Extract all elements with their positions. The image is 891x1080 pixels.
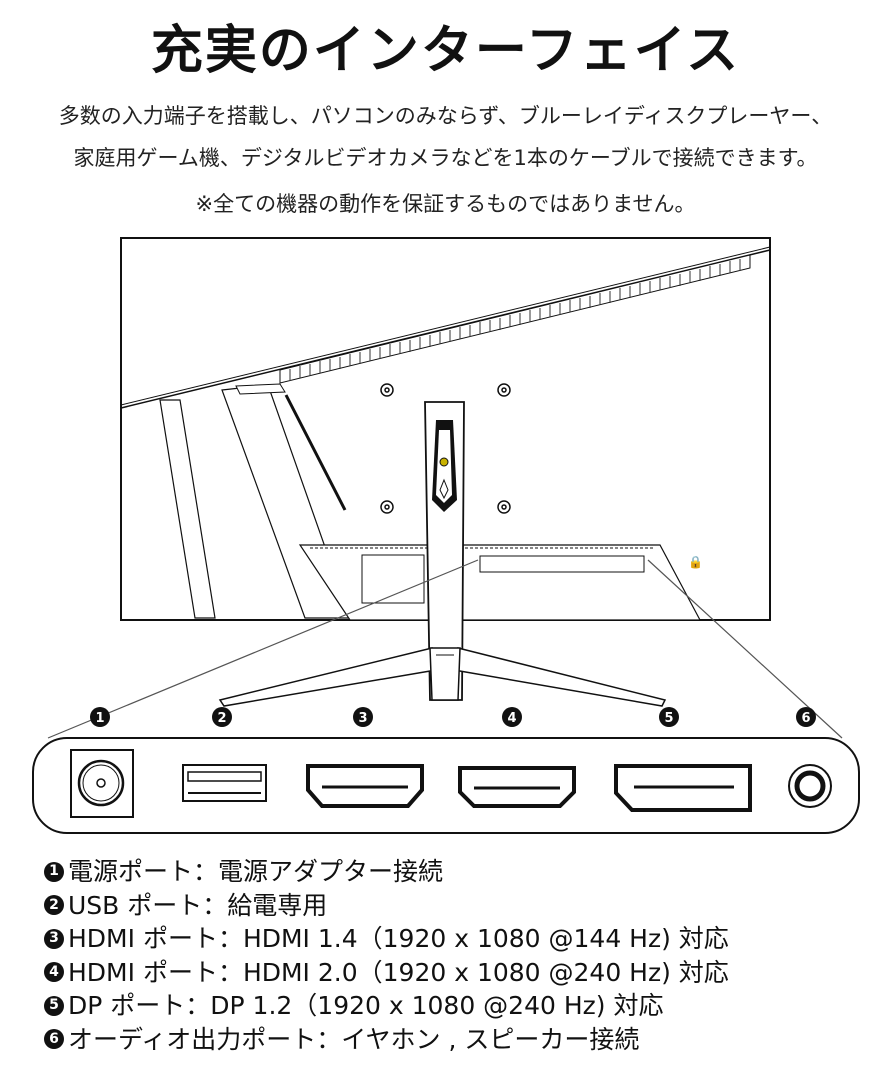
legend-row-1: 1 電源ポート：電源アダプター接続 — [44, 855, 729, 889]
hdmi-port-icon — [458, 766, 576, 808]
legend-label-2: USB ポート：給電専用 — [68, 890, 328, 920]
vesa-screws — [380, 383, 511, 514]
port-number-1-text: 1 — [95, 711, 104, 726]
displayport-icon — [614, 764, 752, 812]
vent-grille — [279, 254, 751, 384]
legend-number-1: 1 — [44, 861, 64, 882]
legend-label-3: HDMI ポート：HDMI 1.4（1920 x 1080 @144 Hz) 対… — [68, 924, 729, 953]
legend-number-3: 3 — [44, 928, 64, 949]
port-number-3 — [353, 707, 373, 727]
stand-leg-left — [218, 647, 437, 707]
legend-label-6: オーディオ出力ポート：イヤホン , スピーカー接続 — [68, 1024, 640, 1054]
description-line-2: 家庭用ゲーム機、デジタルビデオカメラなどを1本のケーブルで接続できます。 — [73, 146, 818, 170]
port-number-6 — [796, 707, 816, 727]
description-line-1: 多数の入力端子を搭載し、パソコンのみならず、ブルーレイディスクプレーヤー、 — [58, 104, 833, 128]
port-number-2 — [212, 707, 232, 727]
disclaimer-note: ※全ての機器の動作を保証するものではありません。 — [195, 192, 696, 216]
port-legend: 1 電源ポート：電源アダプター接続 2 USB ポート：給電専用 3 HDMI … — [44, 855, 729, 1056]
page-title: 充実のインターフェイス — [150, 21, 741, 81]
legend-row-5: 5 DP ポート：DP 1.2（1920 x 1080 @240 Hz) 対応 — [44, 989, 729, 1023]
power-port-icon — [70, 749, 134, 818]
usb-port-icon — [182, 764, 267, 802]
legend-label-4: HDMI ポート：HDMI 2.0（1920 x 1080 @240 Hz) 対… — [68, 957, 729, 987]
legend-row-3: 3 HDMI ポート：HDMI 1.4（1920 x 1080 @144 Hz)… — [44, 922, 729, 956]
legend-label-1: 電源ポート：電源アダプター接続 — [68, 857, 444, 886]
port-number-5-text: 5 — [664, 711, 673, 726]
legend-row-4: 4 HDMI ポート：HDMI 2.0（1920 x 1080 @240 Hz)… — [44, 956, 729, 990]
lock-icon: 🔒 — [688, 555, 703, 569]
legend-row-6: 6 オーディオ出力ポート：イヤホン , スピーカー接続 — [44, 1023, 729, 1057]
legend-number-2: 2 — [44, 895, 64, 916]
audio-jack-icon — [788, 764, 832, 808]
port-number-4-text: 4 — [507, 711, 516, 726]
port-number-6-text: 6 — [801, 711, 810, 726]
port-panel-area — [479, 555, 645, 573]
legend-number-5: 5 — [44, 995, 64, 1016]
legend-number-4: 4 — [44, 962, 64, 983]
port-number-3-text: 3 — [358, 711, 367, 726]
hdmi-port-icon — [306, 764, 424, 808]
legend-label-5: DP ポート：DP 1.2（1920 x 1080 @240 Hz) 対応 — [68, 991, 664, 1020]
stand-leg-right — [453, 647, 667, 707]
port-number-4 — [502, 707, 522, 727]
port-number-1 — [90, 707, 110, 727]
legend-row-2: 2 USB ポート：給電専用 — [44, 889, 729, 923]
legend-number-6: 6 — [44, 1029, 64, 1050]
monitor-rear-illustration: 🔒 1 2 3 4 5 6 — [32, 237, 860, 834]
port-number-2-text: 2 — [217, 711, 226, 726]
port-number-5 — [659, 707, 679, 727]
